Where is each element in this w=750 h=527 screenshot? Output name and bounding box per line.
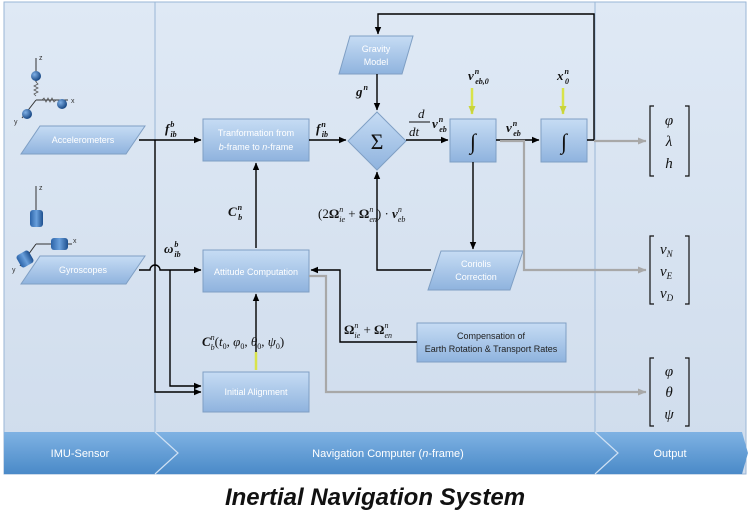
svg-text:z: z	[39, 55, 43, 62]
section-band	[4, 432, 748, 474]
section-label-imu-sensor: IMU-Sensor	[51, 448, 110, 460]
svg-text:x: x	[71, 98, 75, 105]
svg-text:Cnb: Cnb	[228, 203, 243, 222]
output-height: h	[665, 156, 673, 172]
gyroscope-sensor-icon: z x y	[12, 185, 77, 274]
svg-text:y: y	[14, 119, 18, 126]
attitude-output-vector: φ θ ψ	[649, 357, 690, 427]
accelerometers-label: Accelerometers	[52, 135, 115, 145]
signal-wires	[139, 13, 595, 396]
svg-text:Model: Model	[364, 57, 389, 67]
summation-block: Σ	[347, 111, 407, 171]
section-label-navigation-computer: Navigation Computer (n-frame)	[312, 448, 464, 460]
output-roll: φ	[665, 364, 673, 380]
coriolis-correction-block: Coriolis Correction	[427, 250, 524, 291]
initial-alignment-block: Initial Alignment	[202, 371, 310, 413]
svg-text:Gravity: Gravity	[362, 44, 391, 54]
svg-text:Compensation of: Compensation of	[457, 331, 526, 341]
svg-text:Σ: Σ	[371, 129, 384, 154]
svg-text:d: d	[418, 106, 425, 121]
compensation-block: Compensation of Earth Rotation & Transpo…	[416, 322, 567, 363]
svg-text:z: z	[39, 185, 43, 192]
attitude-computation-block: Attitude Computation	[202, 249, 310, 293]
output-velocity-down: vD	[660, 286, 674, 303]
initial-value-markers	[254, 88, 567, 370]
integrator-1-block: ∫	[449, 118, 497, 163]
svg-text:Initial Alignment: Initial Alignment	[224, 387, 288, 397]
accelerometers-block: Accelerometers	[20, 125, 146, 155]
velocity-output-vector: vN vE vD	[649, 235, 690, 305]
imu-sensor-section	[3, 1, 156, 475]
section-label-output: Output	[653, 448, 686, 460]
output-yaw: ψ	[664, 407, 674, 423]
output-latitude: φ	[665, 113, 673, 129]
svg-text:∫: ∫	[559, 129, 569, 155]
svg-text:Earth Rotation & Transport Rat: Earth Rotation & Transport Rates	[425, 344, 558, 354]
svg-text:Attitude Computation: Attitude Computation	[214, 267, 298, 277]
svg-text:b-frame to n-frame: b-frame to n-frame	[219, 142, 294, 152]
transformation-block: Tranformation from b-frame to n-frame	[202, 118, 310, 162]
svg-text:x: x	[73, 238, 77, 245]
svg-text:Coriolis: Coriolis	[461, 259, 492, 269]
svg-text:Tranformation from: Tranformation from	[218, 128, 294, 138]
output-section	[594, 1, 747, 475]
output-velocity-east: vE	[660, 264, 673, 281]
output-wires	[309, 137, 647, 396]
diagram-title: Inertial Navigation System	[225, 484, 525, 511]
integrator-2-block: ∫	[540, 118, 588, 163]
svg-text:∫: ∫	[468, 129, 478, 155]
svg-text:Correction: Correction	[455, 272, 497, 282]
position-output-vector: φ λ h	[649, 105, 690, 177]
band-chevron-1	[154, 431, 179, 475]
svg-text:y: y	[12, 267, 16, 274]
gyroscopes-label: Gyroscopes	[59, 265, 108, 275]
output-pitch: θ	[665, 385, 673, 401]
svg-text:Cnb(t0, φ0, θ0, ψ0): Cnb(t0, φ0, θ0, ψ0)	[202, 333, 284, 352]
accelerometer-sensor-icon: z x y	[14, 55, 75, 126]
gyroscopes-block: Gyroscopes	[20, 255, 146, 285]
output-longitude: λ	[665, 134, 673, 150]
svg-text:xn0: xn0	[556, 67, 570, 86]
band-chevron-2	[594, 431, 619, 475]
gravity-model-block: Gravity Model	[338, 35, 414, 75]
output-velocity-north: vN	[660, 242, 674, 259]
svg-text:dt: dt	[409, 124, 420, 139]
